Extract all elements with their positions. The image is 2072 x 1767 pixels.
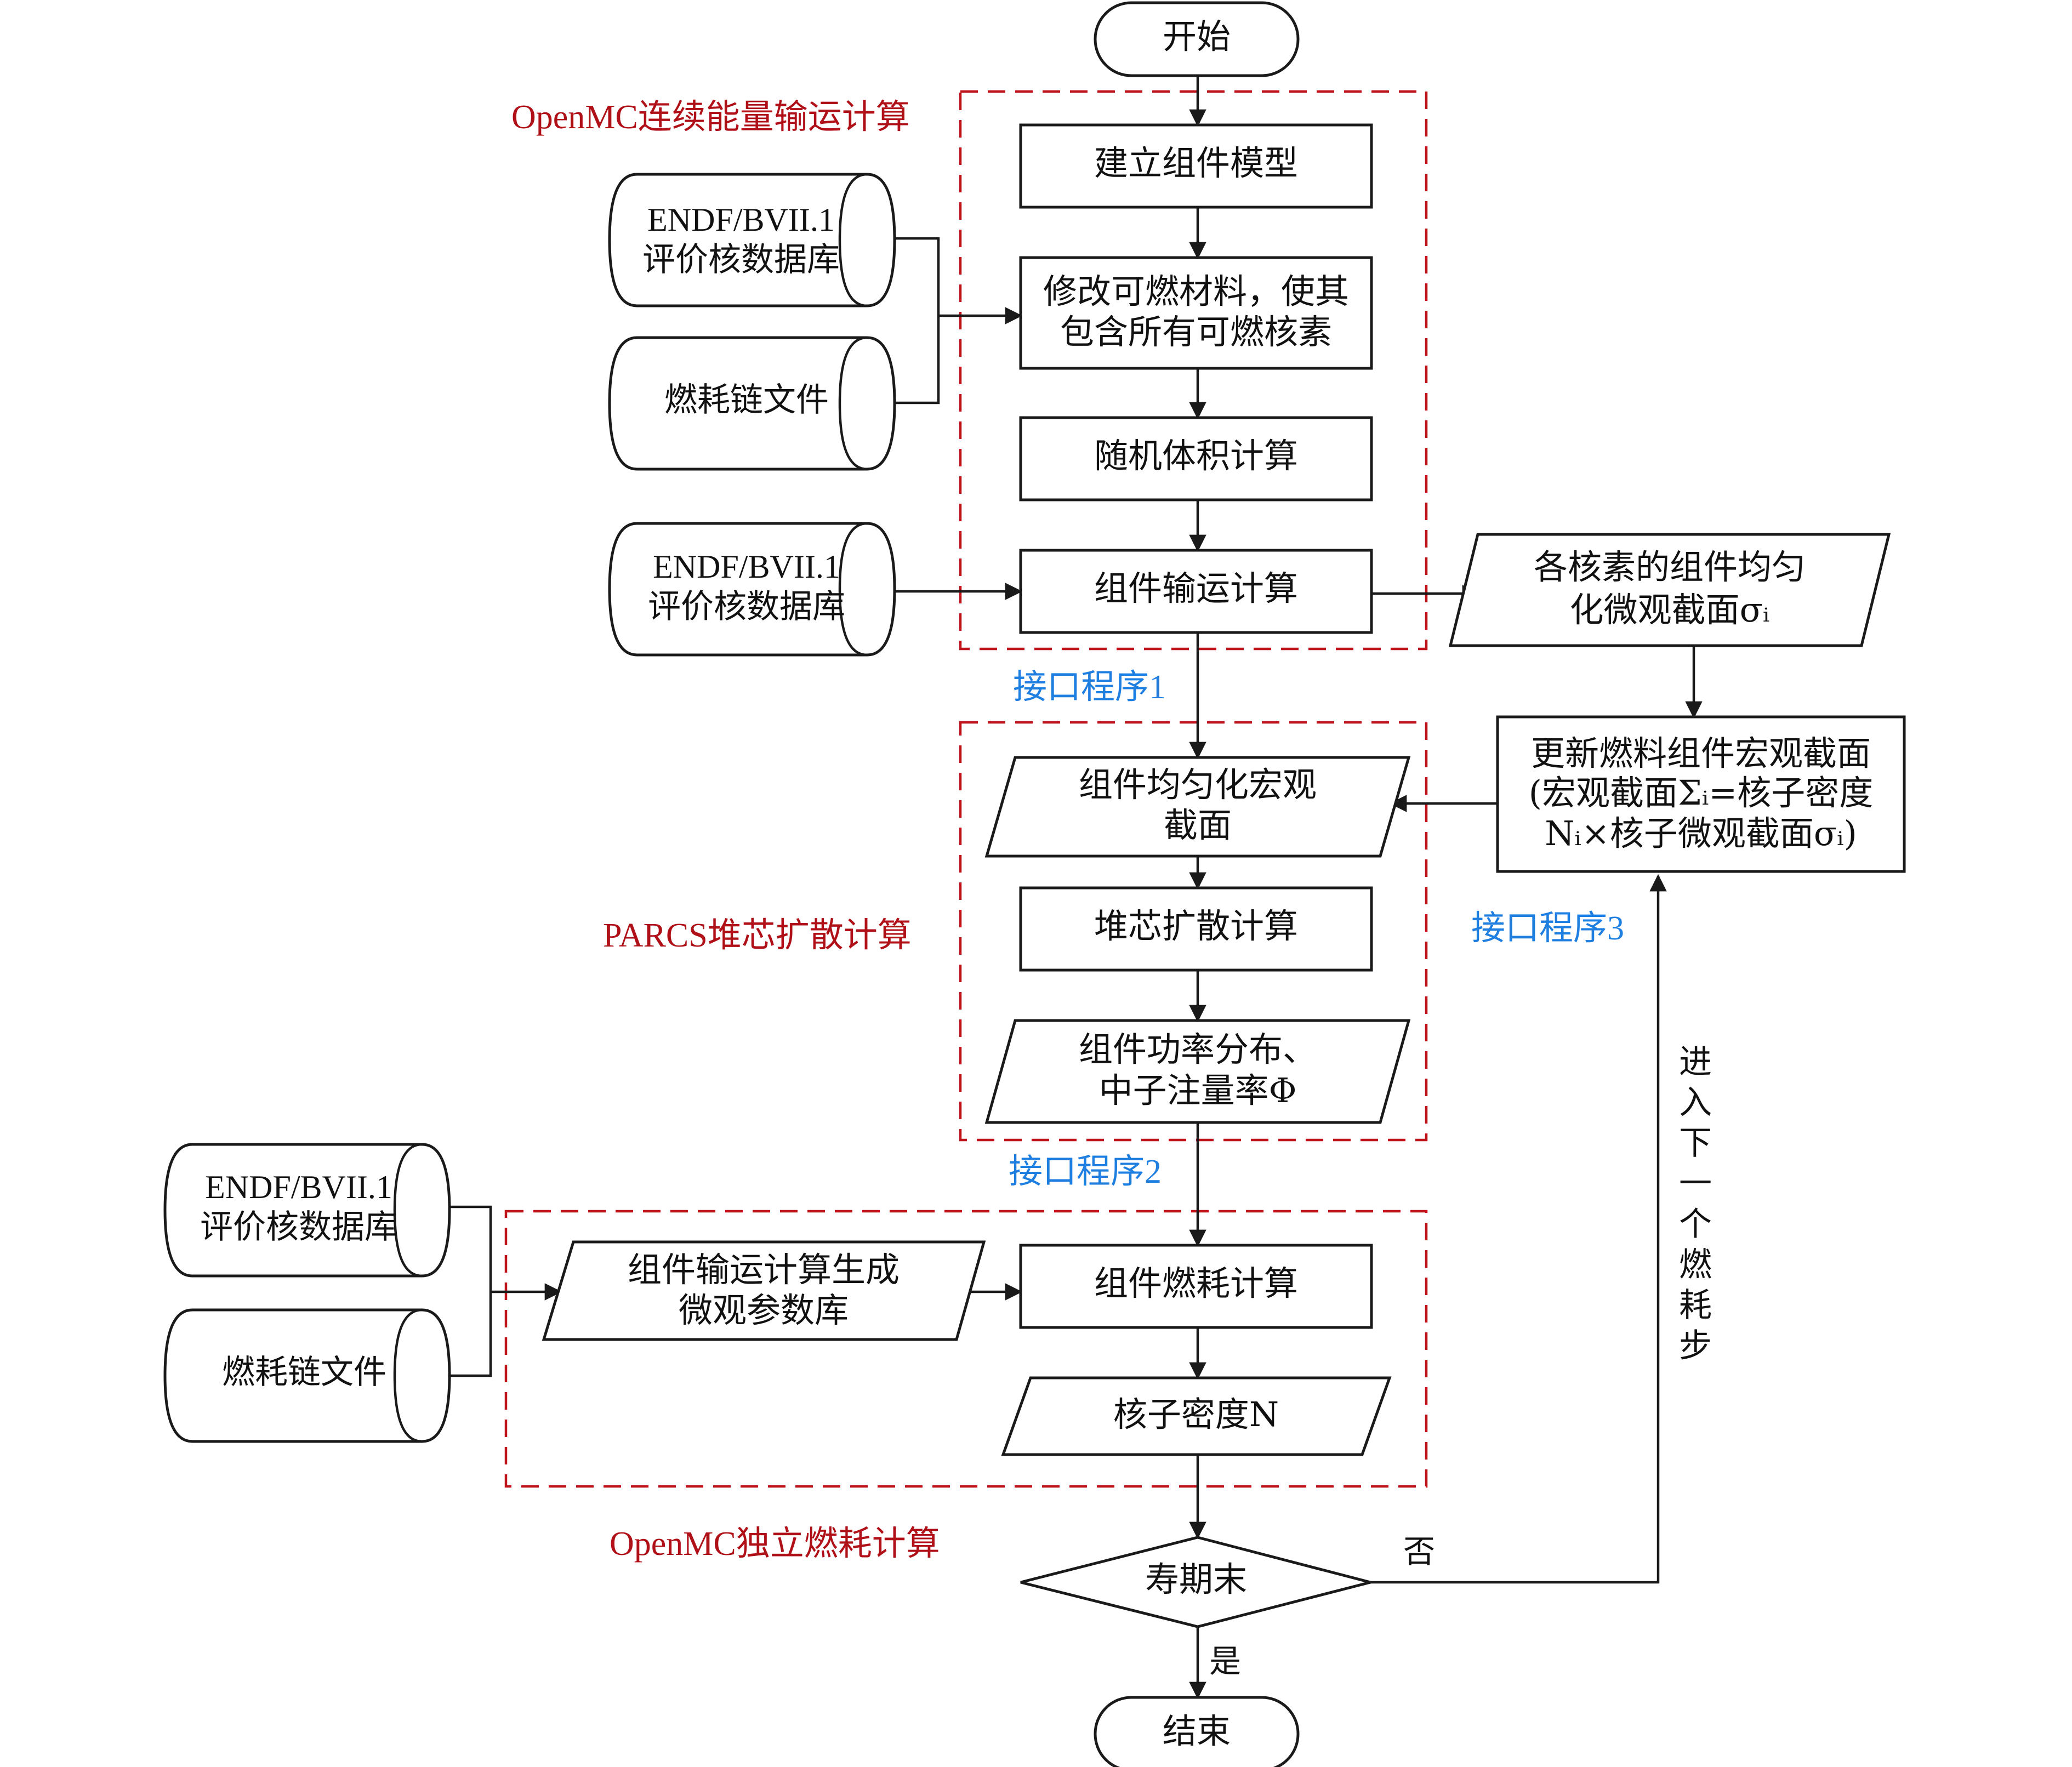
end-of-life-decision [1020, 1536, 1376, 1628]
group-label-parcs: PARCS堆芯扩散计算 [603, 917, 912, 954]
interface-label-1: 接口程序1 [1013, 669, 1166, 706]
nuclide-density-label: 核子密度N [1113, 1394, 1279, 1434]
assembly-transport-box [1019, 549, 1373, 634]
modify-fuel-label-1: 修改可燃材料，使其 [1043, 271, 1349, 311]
end-terminal [1094, 1696, 1300, 1767]
random-volume-box [1019, 416, 1373, 501]
group-openmc-burnup [504, 1210, 1428, 1488]
endf-database-3: ENDF/BVII.1 评价核数据库 [163, 1143, 451, 1278]
core-diffusion-box [1019, 886, 1373, 972]
group-openmc-transport [959, 90, 1428, 651]
interface-label-3: 接口程序3 [1471, 910, 1624, 947]
endf-3-line-1: ENDF/BVII.1 [205, 1169, 392, 1205]
nuclide-density-parallelogram [1001, 1376, 1392, 1456]
modify-fuel-label-2: 包含所有可燃核素 [1060, 312, 1332, 352]
homog-macro-label-2: 截面 [1164, 805, 1232, 845]
power-flux-label-1: 组件功率分布、 [1079, 1029, 1317, 1069]
homog-macro-label-1: 组件均匀化宏观 [1079, 765, 1317, 805]
endf-2-line-1: ENDF/BVII.1 [653, 549, 840, 585]
micro-param-lib-parallelogram [542, 1240, 986, 1341]
update-macro-label-2: (宏观截面Σᵢ=核子密度 [1529, 773, 1873, 813]
endf-database-1: ENDF/BVII.1 评价核数据库 [608, 173, 896, 307]
group-label-openmc-transport: OpenMC连续能量输运计算 [511, 99, 910, 136]
endf-1-line-2: 评价核数据库 [642, 242, 840, 278]
endf-2-line-2: 评价核数据库 [648, 589, 845, 625]
start-terminal [1094, 1, 1300, 77]
burnup-chain-file-1: 燃耗链文件 [608, 336, 896, 471]
interface-label-2: 接口程序2 [1009, 1153, 1162, 1190]
micro-param-lib-label-2: 微观参数库 [679, 1290, 849, 1330]
assembly-burnup-label: 组件燃耗计算 [1094, 1263, 1298, 1303]
burnup-chain-file-2: 燃耗链文件 [163, 1308, 451, 1443]
chain-1-label: 燃耗链文件 [664, 382, 829, 418]
edge-label-yes: 是 [1209, 1643, 1241, 1680]
update-macro-label-3: Nᵢ×核子微观截面σᵢ) [1545, 813, 1857, 853]
micro-xs-label-2: 化微观截面σᵢ [1570, 590, 1770, 630]
micro-xs-label-1: 各核素的组件均匀 [1534, 547, 1806, 587]
edge-label-next-step: 进入下一个燃耗步 [1679, 1043, 1712, 1365]
build-model-label: 建立组件模型 [1094, 143, 1298, 183]
homog-macro-parallelogram [984, 756, 1411, 858]
assembly-transport-label: 组件输运计算 [1094, 568, 1298, 608]
modify-fuel-box [1019, 256, 1373, 370]
end-label: 结束 [1163, 1711, 1231, 1751]
start-label: 开始 [1163, 16, 1231, 56]
group-label-openmc-burnup: OpenMC独立燃耗计算 [610, 1525, 940, 1563]
endf-database-2: ENDF/BVII.1 评价核数据库 [608, 522, 896, 657]
end-of-life-label: 寿期末 [1145, 1559, 1247, 1599]
update-macro-label-1: 更新燃料组件宏观截面 [1531, 733, 1871, 773]
micro-param-lib-label-1: 组件输运计算生成 [628, 1250, 900, 1290]
group-parcs [959, 721, 1428, 1142]
assembly-burnup-box [1019, 1244, 1373, 1329]
build-model-box [1019, 123, 1373, 209]
edge-endf1-join [875, 237, 940, 404]
core-diffusion-label: 堆芯扩散计算 [1094, 906, 1298, 946]
power-flux-label-2: 中子注量率Φ [1099, 1070, 1297, 1110]
endf-1-line-1: ENDF/BVII.1 [647, 202, 835, 238]
random-volume-label: 随机体积计算 [1094, 436, 1298, 476]
power-flux-parallelogram [984, 1019, 1411, 1124]
micro-xs-parallelogram [1448, 533, 1891, 647]
endf-3-line-2: 评价核数据库 [200, 1209, 397, 1245]
chain-2-label: 燃耗链文件 [222, 1354, 386, 1390]
edge-label-no: 否 [1403, 1533, 1435, 1570]
edge-decision-no-loop [1370, 874, 1667, 1584]
update-macro-box [1496, 715, 1906, 873]
